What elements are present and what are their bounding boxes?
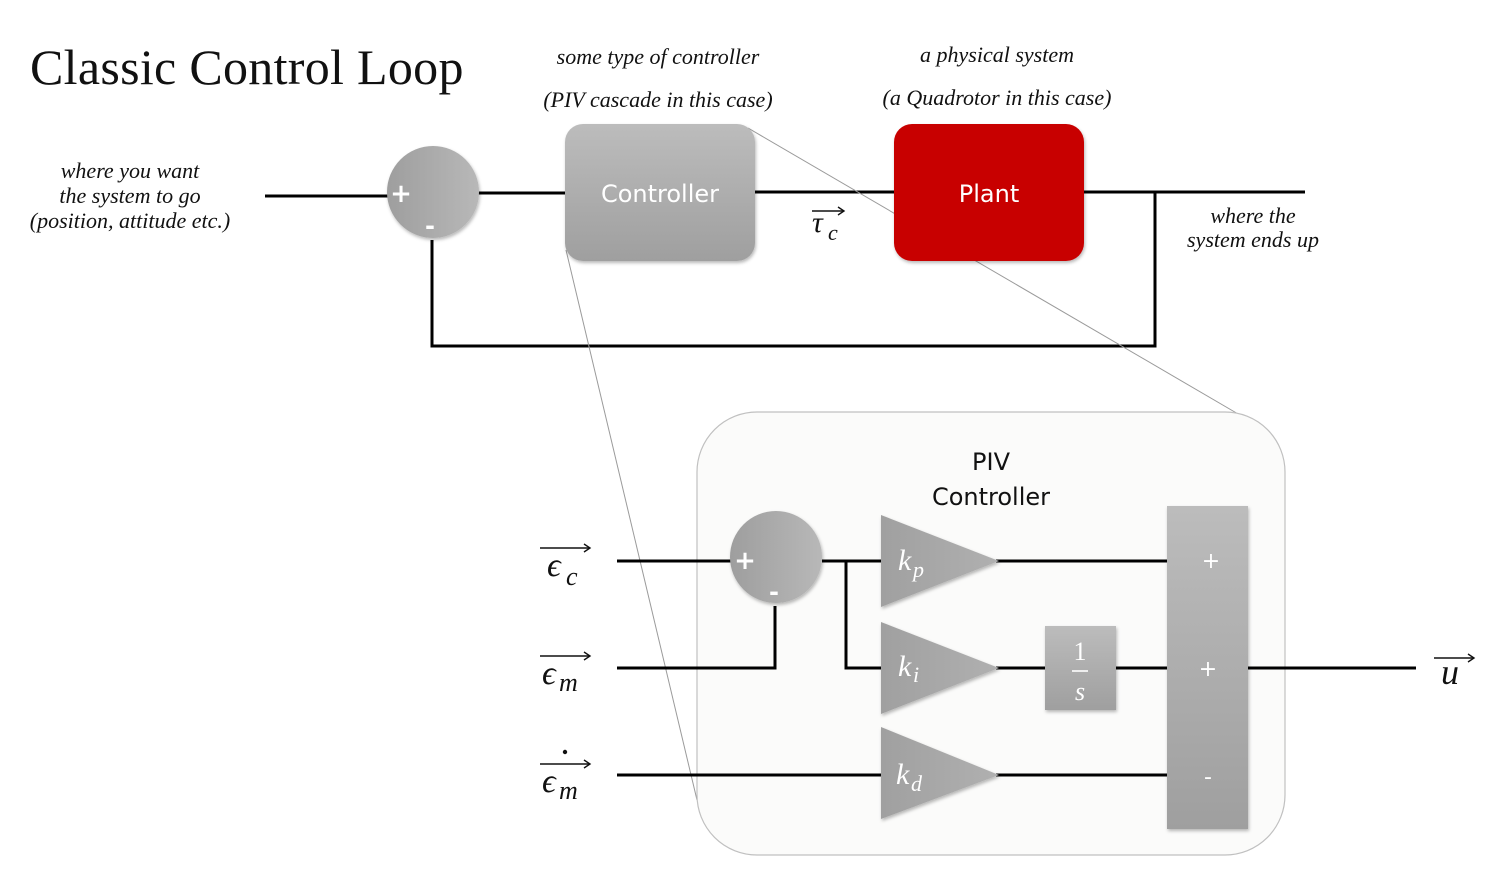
integrator-box — [1045, 626, 1116, 710]
eps-m-dot-subscript: m — [559, 776, 578, 805]
plus-sign: + — [390, 179, 412, 209]
eps-m-symbol: ϵ — [542, 655, 557, 692]
integrator-denominator: s — [1075, 677, 1085, 706]
plant-note-line-2: (a Quadrotor in this case) — [882, 85, 1112, 110]
input-note-line-3: (position, attitude etc.) — [29, 208, 231, 233]
integrator-block[interactable]: 1 s — [1045, 626, 1116, 710]
plant-box — [894, 124, 1084, 261]
gain-ki-subscript: i — [913, 662, 919, 687]
gain-kd[interactable]: k d — [881, 727, 999, 819]
controller-label: Controller — [601, 180, 719, 208]
wire-em-in — [617, 606, 777, 670]
plant-label: Plant — [959, 180, 1019, 208]
minus-sign: - — [769, 578, 779, 606]
minus-sign: - — [425, 212, 435, 240]
tau-subscript: c — [828, 220, 838, 245]
output-u: u — [1434, 652, 1476, 692]
output-note: where the system ends up — [1168, 204, 1338, 252]
vector-arrow-head-icon — [837, 206, 846, 216]
output-note-line-2: system ends up — [1187, 227, 1319, 252]
sum-sign-p: + — [1202, 549, 1220, 574]
eps-m-subscript: m — [559, 668, 578, 697]
piv-wires — [617, 559, 1416, 777]
plus-sign: + — [734, 546, 756, 576]
plant-note: a physical system (a Quadrotor in this c… — [855, 33, 1139, 119]
eps-c-subscript: c — [566, 562, 578, 591]
summing-circle — [730, 511, 822, 603]
vector-arrow-head-icon — [583, 543, 592, 553]
controller-note-line-2: (PIV cascade in this case) — [543, 87, 773, 112]
gain-ki[interactable]: k i — [881, 622, 999, 714]
sum-bar — [1167, 506, 1248, 829]
vector-arrow-head-icon — [1467, 653, 1476, 663]
plant-block[interactable]: Plant — [894, 124, 1084, 261]
sum-sign-d: - — [1204, 765, 1212, 790]
controller-block[interactable]: Controller — [565, 124, 755, 261]
plant-note-line-1: a physical system — [920, 42, 1074, 67]
piv-title-line-1: PIV — [972, 448, 1011, 476]
input-eps-m: ϵ m — [540, 651, 592, 697]
gain-triangle — [881, 622, 999, 714]
gain-kp[interactable]: k p — [881, 515, 999, 607]
vector-arrow-head-icon — [583, 651, 592, 661]
sum-sign-i: + — [1199, 657, 1217, 682]
gain-kd-subscript: d — [911, 771, 923, 796]
input-note: where you want the system to go (positio… — [10, 158, 250, 233]
u-symbol: u — [1441, 652, 1459, 692]
page-title: Classic Control Loop — [30, 39, 464, 95]
piv-summing-junction[interactable]: + - — [730, 511, 822, 606]
time-derivative-dot — [562, 749, 568, 755]
gain-triangle — [881, 727, 999, 819]
wire-branch-to-ki — [844, 561, 885, 670]
output-note-line-1: where the — [1210, 203, 1296, 228]
input-eps-m-dot: ϵ m — [540, 749, 592, 805]
signal-tau-c: τ c — [812, 206, 846, 245]
zoom-guide-right — [747, 127, 1246, 419]
eps-m-dot-symbol: ϵ — [542, 763, 557, 800]
eps-c-symbol: ϵ — [547, 547, 562, 584]
zoom-guide-lines — [565, 127, 1246, 801]
vector-arrow-head-icon — [583, 759, 592, 769]
output-sum-block[interactable]: + + - — [1167, 506, 1248, 829]
top-summing-junction[interactable]: + - — [387, 146, 479, 240]
controller-box — [565, 124, 755, 261]
input-eps-c: ϵ c — [540, 543, 592, 591]
piv-zoom-panel — [696, 411, 1286, 856]
controller-note-line-1: some type of controller — [556, 44, 760, 69]
summing-circle — [387, 146, 479, 238]
controller-note: some type of controller (PIV cascade in … — [520, 35, 796, 121]
gain-kp-symbol: k — [898, 544, 912, 577]
integrator-numerator: 1 — [1074, 637, 1087, 666]
gain-kp-subscript: p — [911, 557, 924, 582]
gain-kd-symbol: k — [896, 758, 910, 791]
gain-ki-symbol: k — [898, 650, 912, 683]
wire-feedback — [430, 192, 1157, 348]
zoom-guide-left — [565, 249, 698, 801]
top-loop-wires — [265, 190, 1305, 348]
gain-triangle — [881, 515, 999, 607]
piv-title-line-2: Controller — [932, 483, 1050, 511]
tau-symbol: τ — [812, 206, 824, 239]
input-note-line-1: where you want — [60, 158, 200, 183]
input-note-line-2: the system to go — [59, 183, 201, 208]
